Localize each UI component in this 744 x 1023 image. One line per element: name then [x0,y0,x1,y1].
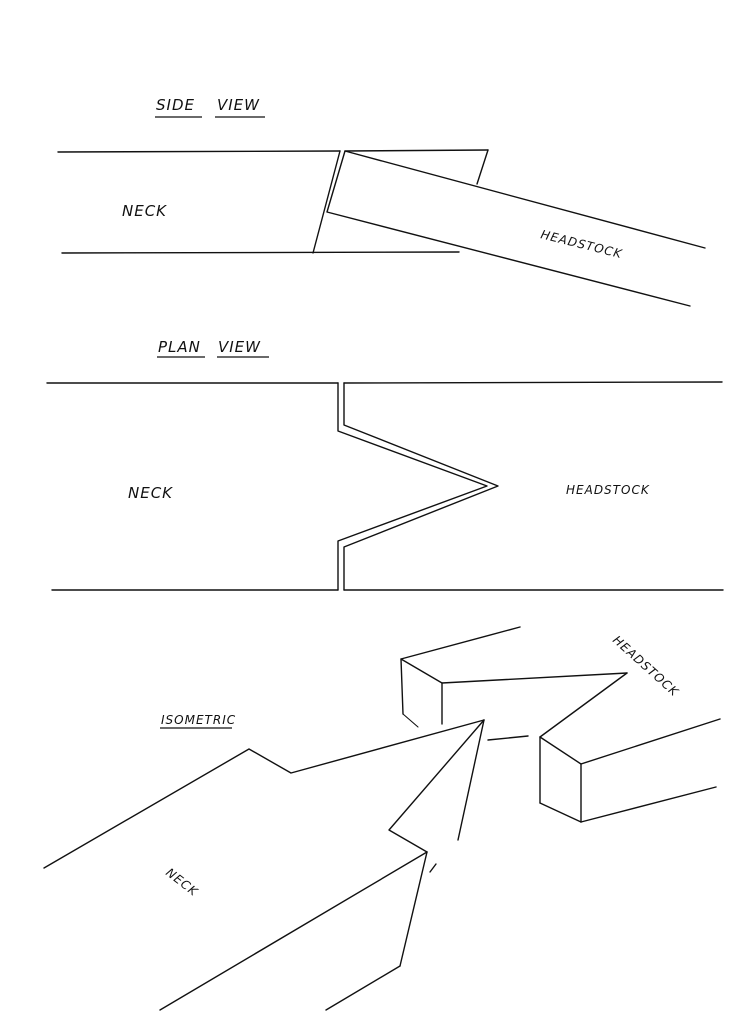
plan-headstock-label: HEADSTOCK [566,483,650,497]
side-neck-top-edge [57,150,341,153]
side-neck-bottom-edge [61,251,460,254]
iso-headstock-upper-block-top [400,626,628,684]
plan-view: PLAN VIEW NECK HEADSTOCK [46,338,724,591]
plan-view-title-word1: PLAN [158,338,201,356]
iso-neck-label: NECK [163,865,201,899]
side-neck-scarf-cut [312,150,341,254]
iso-neck-front-vertical [399,851,428,967]
side-headstock-top-edge [344,150,706,249]
plan-neck-label: NECK [128,484,173,502]
iso-neck-tongue-underside [457,719,485,841]
iso-neck-tongue [388,719,485,853]
iso-headstock-right-block-top [539,672,721,765]
iso-headstock-right-block-bottom [580,786,717,823]
iso-neck-bottom-edge [325,965,401,1011]
side-neck-label: NECK [122,202,167,220]
iso-neck-upper-edge [43,719,485,869]
side-view-title-word1: SIDE [156,96,195,114]
plan-view-title-word2: VIEW [218,338,261,356]
side-view: SIDE VIEW NECK HEADSTOCK [57,96,706,307]
iso-headstock-right-block-bottom-left [539,802,582,823]
side-view-title-word2: VIEW [217,96,260,114]
plan-headstock-joint-line [343,382,499,591]
side-headstock-near-outline [326,149,691,307]
plan-headstock-top-edge [343,381,723,384]
iso-headstock-upper-block-bottom [402,713,419,728]
iso-headstock-gap-line [487,735,529,741]
side-headstock-label: HEADSTOCK [539,227,624,261]
isometric-title: ISOMETRIC [161,713,236,727]
iso-neck-tick [429,863,437,873]
side-headstock-end-stub [476,149,489,185]
isometric-view: ISOMETRIC NECK HEADSTOCK [43,626,721,1011]
iso-headstock-upper-block-left [400,658,404,715]
iso-headstock-label: HEADSTOCK [610,633,682,699]
plan-neck-joint-line [337,382,488,591]
iso-neck-lower-edge [159,851,428,1011]
